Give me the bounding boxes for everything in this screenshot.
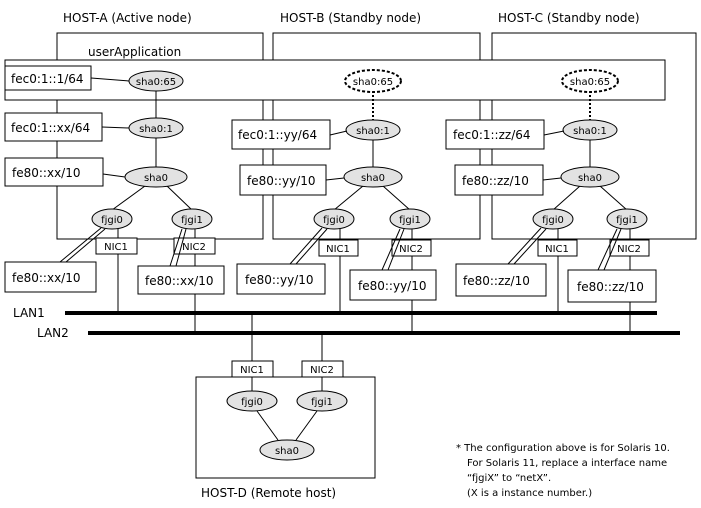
host-d-fjgi1 [296,390,348,412]
svg-text:fjgi0: fjgi0 [101,215,123,226]
host-b-link-address: fe80::yy/10 [247,174,315,188]
svg-text:fjgi1: fjgi1 [616,215,638,226]
host-c-title: HOST-C (Standby node) [498,11,640,25]
svg-text:sha0:65: sha0:65 [136,77,176,88]
host-c-sha0-65 [561,69,619,93]
host-a-fjgi0 [91,208,133,230]
host-b-link-address-box [239,164,327,196]
svg-text:NIC1: NIC1 [545,244,569,255]
host-a-title: HOST-A (Active node) [63,11,192,25]
host-a-fjgi0-address: fe80::xx/10 [12,271,80,285]
host-a-nic1 [95,237,138,255]
note-line-3: “fjgiX” to “netX”. [467,473,551,484]
host-a-takeover-address: fec0:1::1/64 [11,72,84,86]
host-a-fjgi1-address: fe80::xx/10 [145,274,213,288]
note-line-4: (X is a instance number.) [467,488,592,499]
svg-text:fjgi1: fjgi1 [311,397,333,408]
svg-text:sha0: sha0 [361,173,385,184]
svg-text:sha0:65: sha0:65 [353,77,393,88]
svg-text:sha0:1: sha0:1 [356,126,390,137]
host-a-fjgi0-address-box [4,261,97,293]
svg-text:sha0: sha0 [275,446,299,457]
svg-text:sha0:65: sha0:65 [570,77,610,88]
svg-text:fjgi1: fjgi1 [399,215,421,226]
host-c-sha0-1 [562,119,618,141]
host-c-fjgi1-address: fe80::zz/10 [577,280,644,294]
host-a-nic2 [173,237,216,255]
host-b-fjgi0 [313,208,355,230]
host-c-sha0 [560,166,620,188]
svg-text:sha0:1: sha0:1 [573,126,607,137]
svg-text:NIC2: NIC2 [310,365,334,376]
host-c-fjgi1-address-box [567,269,657,303]
host-d-box [195,376,376,479]
host-a-link-address: fe80::xx/10 [12,166,80,180]
host-b-sha0-1 [345,119,401,141]
svg-text:sha0: sha0 [578,173,602,184]
host-a-takeover-address-box [4,65,92,91]
svg-text:NIC1: NIC1 [326,244,350,255]
host-d-title: HOST-D (Remote host) [201,486,336,500]
host-b-fjgi0-address-box [236,263,326,295]
svg-text:fjgi0: fjgi0 [323,215,345,226]
host-b-fjgi1-address-box [349,269,437,301]
svg-text:NIC2: NIC2 [182,242,206,253]
svg-text:sha0: sha0 [144,173,168,184]
host-b-fjgi0-address: fe80::yy/10 [245,273,313,287]
host-c-nic1 [537,239,578,257]
host-c-link-address: fe80::zz/10 [462,174,529,188]
svg-text:NIC1: NIC1 [104,242,128,253]
host-b-site-address-box [231,119,331,150]
host-c-site-address: fec0:1::zz/64 [453,128,531,142]
host-c-fjgi0-address-box [455,263,547,297]
svg-text:NIC1: NIC1 [240,365,264,376]
host-c-site-address-box [445,119,545,150]
lan1-label: LAN1 [13,306,45,320]
svg-text:NIC2: NIC2 [617,244,641,255]
svg-text:NIC2: NIC2 [399,244,423,255]
host-a-site-address: fec0:1::xx/64 [11,121,90,135]
host-c-fjgi0 [532,208,574,230]
host-a-site-address-box [4,112,103,142]
host-d-fjgi0 [226,390,278,412]
host-c-fjgi0-address: fe80::zz/10 [463,274,530,288]
host-a-link-address-box [4,157,104,187]
host-b-fjgi1-address: fe80::yy/10 [358,279,426,293]
host-b-fjgi1 [389,208,431,230]
note-line-1: * The configuration above is for Solaris… [456,443,670,454]
host-b-nic1 [318,239,359,257]
host-d-sha0 [259,439,315,461]
svg-text:sha0:1: sha0:1 [139,124,173,135]
host-a-fjgi1 [171,208,213,230]
host-b-site-address: fec0:1::yy/64 [238,128,317,142]
note-line-2: For Solaris 11, replace a interface name [467,458,667,469]
host-c-fjgi1 [606,208,648,230]
svg-text:fjgi0: fjgi0 [542,215,564,226]
host-c-nic2 [609,239,650,257]
host-a-fjgi1-address-box [137,265,225,295]
host-b-sha0 [343,166,403,188]
lan2-label: LAN2 [37,326,69,340]
host-b-title: HOST-B (Standby node) [280,11,421,25]
svg-text:fjgi0: fjgi0 [241,397,263,408]
user-application-label: userApplication [88,45,181,59]
svg-text:fjgi1: fjgi1 [181,215,203,226]
host-b-sha0-65 [344,69,402,93]
